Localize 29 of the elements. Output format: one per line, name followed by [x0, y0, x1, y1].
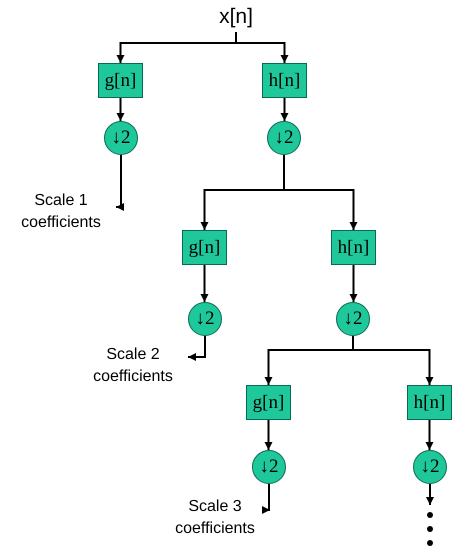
- downsampler-circle: ↓2: [252, 450, 286, 484]
- arrow: [350, 265, 358, 302]
- arrow: [116, 98, 124, 121]
- arrow: [262, 484, 270, 514]
- downsampler-circle: ↓2: [267, 121, 301, 155]
- downsampler-circle: ↓2: [336, 302, 370, 336]
- arrow: [426, 484, 434, 505]
- filter-box: h[n]: [407, 385, 452, 420]
- filter-box: g[n]: [182, 230, 227, 265]
- arrow: [200, 265, 208, 302]
- filter-box: h[n]: [331, 230, 376, 265]
- filter-box: h[n]: [262, 63, 307, 98]
- arrow: [352, 336, 434, 385]
- arrow: [235, 32, 288, 63]
- output-label: Scale 3 coefficients: [160, 495, 270, 541]
- arrow: [280, 98, 288, 121]
- arrow: [283, 155, 358, 230]
- output-label: Scale 2 coefficients: [78, 343, 188, 389]
- arrow: [264, 420, 272, 450]
- filter-box: g[n]: [246, 385, 291, 420]
- arrow: [188, 336, 206, 361]
- downsampler-circle: ↓2: [104, 121, 138, 155]
- output-label: Scale 1 coefficients: [6, 189, 116, 235]
- arrow: [426, 420, 434, 450]
- downsampler-circle: ↓2: [188, 302, 222, 336]
- arrow: [116, 155, 124, 211]
- filter-box: g[n]: [98, 63, 143, 98]
- input-label: x[n]: [211, 2, 261, 32]
- downsampler-circle: ↓2: [413, 450, 447, 484]
